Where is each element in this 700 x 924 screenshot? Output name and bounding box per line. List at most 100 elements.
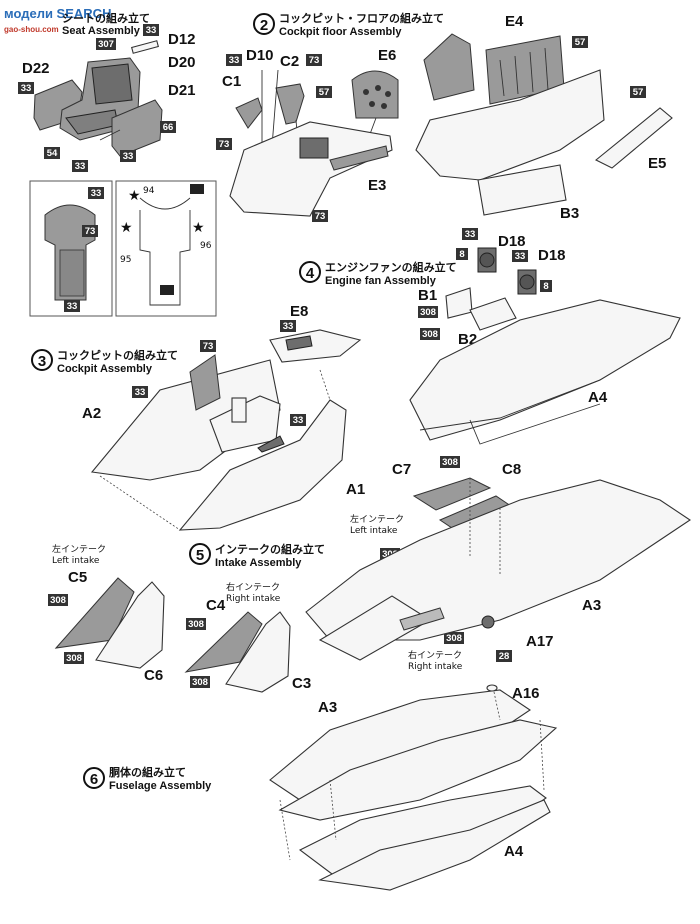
right-intake-jp-2: 右インテーク bbox=[408, 649, 462, 661]
step-2-tub: E4 E5 B3 57 57 bbox=[415, 13, 673, 222]
decal-mark bbox=[160, 285, 174, 295]
step-3-cockpit: 3 コックピットの組み立て Cockpit Assembly E8 A2 A1 … bbox=[31, 303, 365, 531]
part-a3 bbox=[305, 479, 691, 641]
color-badge: 8 bbox=[540, 280, 552, 292]
side-console bbox=[299, 137, 329, 159]
step-3-number-circle bbox=[31, 349, 53, 371]
step-1-title-en: Seat Assembly bbox=[62, 25, 141, 37]
svg-text:8: 8 bbox=[543, 281, 548, 292]
svg-text:308: 308 bbox=[422, 329, 438, 340]
label-d20: D20 bbox=[168, 54, 196, 71]
color-badge: 308 bbox=[418, 306, 438, 318]
part-c7 bbox=[412, 477, 492, 511]
cockpit-tub bbox=[209, 395, 281, 453]
left-intake-en-2: Left intake bbox=[350, 526, 398, 536]
part-c3 bbox=[225, 611, 291, 693]
color-badge: 308 bbox=[440, 456, 460, 468]
svg-text:33: 33 bbox=[146, 25, 157, 36]
step-2-number: 2 bbox=[260, 17, 268, 34]
step-2-cockpit-floor: 2 コックピット・フロアの組み立て Cockpit floor Assembly… bbox=[216, 11, 444, 222]
part-b3 bbox=[477, 164, 567, 216]
label-a4-bottom: A4 bbox=[504, 843, 524, 860]
decal-number: 95 bbox=[120, 255, 131, 265]
color-badge: 308 bbox=[190, 676, 210, 688]
star-icon: ★ bbox=[120, 219, 133, 235]
step-2-title-en: Cockpit floor Assembly bbox=[279, 26, 402, 38]
svg-text:73: 73 bbox=[203, 341, 214, 352]
watermark-url: gao-shou.com bbox=[4, 25, 59, 34]
part-d21 bbox=[111, 99, 163, 157]
color-badge: 57 bbox=[316, 86, 332, 98]
step-4-title-jp: エンジンファンの組み立て bbox=[325, 260, 457, 274]
part-e8 bbox=[269, 329, 362, 363]
decal-number: 94 bbox=[143, 186, 155, 196]
svg-text:57: 57 bbox=[319, 87, 330, 98]
color-badge: 57 bbox=[572, 36, 588, 48]
label-d18-left: D18 bbox=[498, 233, 526, 250]
step-6-title-en: Fuselage Assembly bbox=[109, 780, 212, 792]
svg-text:57: 57 bbox=[633, 87, 644, 98]
label-a16: A16 bbox=[512, 685, 540, 702]
color-badge: 33 bbox=[132, 386, 148, 398]
step-4-title-en: Engine fan Assembly bbox=[325, 275, 437, 287]
svg-text:308: 308 bbox=[442, 457, 458, 468]
tub-body bbox=[415, 69, 605, 181]
color-badge: 54 bbox=[44, 147, 60, 159]
part-e5 bbox=[594, 107, 673, 169]
watermark: модели SEARCH gao-shou.com bbox=[4, 6, 111, 34]
svg-text:33: 33 bbox=[465, 229, 476, 240]
color-badge: 308 bbox=[420, 328, 440, 340]
step-4-number-circle bbox=[299, 261, 321, 283]
side-panel bbox=[189, 354, 221, 411]
label-d12: D12 bbox=[168, 31, 196, 48]
svg-text:33: 33 bbox=[515, 251, 526, 262]
color-badge: 73 bbox=[216, 138, 232, 150]
color-badge: 33 bbox=[64, 300, 80, 312]
label-e5: E5 bbox=[648, 155, 666, 172]
part-a17 bbox=[481, 615, 495, 629]
label-c6: C6 bbox=[144, 667, 163, 684]
left-intake-en: Left intake bbox=[52, 556, 100, 566]
step-1-seat: シートの組み立て Seat Assembly 33 307 D12 D20 D2… bbox=[18, 11, 196, 172]
label-a1: A1 bbox=[346, 481, 365, 498]
step-2-title-jp: コックピット・フロアの組み立て bbox=[279, 11, 444, 25]
step-4-number: 4 bbox=[306, 265, 315, 282]
part-a3-middle bbox=[278, 719, 558, 821]
seat-in-tub bbox=[423, 33, 475, 101]
right-intake-jp: 右インテーク bbox=[226, 581, 280, 593]
svg-text:33: 33 bbox=[293, 415, 304, 426]
label-b3: B3 bbox=[560, 205, 579, 222]
svg-text:33: 33 bbox=[283, 321, 294, 332]
color-badge: 308 bbox=[64, 652, 84, 664]
label-a4: A4 bbox=[588, 389, 608, 406]
svg-text:33: 33 bbox=[75, 161, 86, 172]
svg-text:73: 73 bbox=[309, 55, 320, 66]
color-badge: 33 bbox=[462, 228, 478, 240]
label-a2: A2 bbox=[82, 405, 101, 422]
label-c1: C1 bbox=[222, 73, 241, 90]
instrument-console bbox=[59, 249, 85, 297]
svg-text:33: 33 bbox=[135, 387, 146, 398]
color-badge: 33 bbox=[143, 24, 159, 36]
svg-text:73: 73 bbox=[315, 211, 326, 222]
part-e6 bbox=[351, 70, 399, 119]
part-c6 bbox=[95, 581, 165, 669]
left-intake-jp-2: 左インテーク bbox=[350, 513, 404, 525]
star-icon: ★ bbox=[128, 187, 141, 203]
color-badge: 8 bbox=[456, 248, 468, 260]
color-badge: 307 bbox=[96, 38, 116, 50]
color-badge: 73 bbox=[312, 210, 328, 222]
step-6-fuselage: 6 胴体の組み立て Fuselage Assembly A3 A16 A4 bbox=[83, 684, 558, 891]
color-badge: 308 bbox=[444, 632, 464, 644]
step-3-number: 3 bbox=[38, 353, 46, 370]
step-5-number: 5 bbox=[196, 547, 204, 564]
label-e8: E8 bbox=[290, 303, 308, 320]
svg-text:57: 57 bbox=[575, 37, 586, 48]
part-a16 bbox=[486, 684, 498, 692]
label-a3: A3 bbox=[582, 597, 601, 614]
color-badge: 308 bbox=[48, 594, 68, 606]
svg-text:33: 33 bbox=[91, 188, 102, 199]
svg-text:308: 308 bbox=[188, 619, 204, 630]
label-d10: D10 bbox=[246, 47, 274, 64]
part-c4 bbox=[184, 611, 263, 673]
